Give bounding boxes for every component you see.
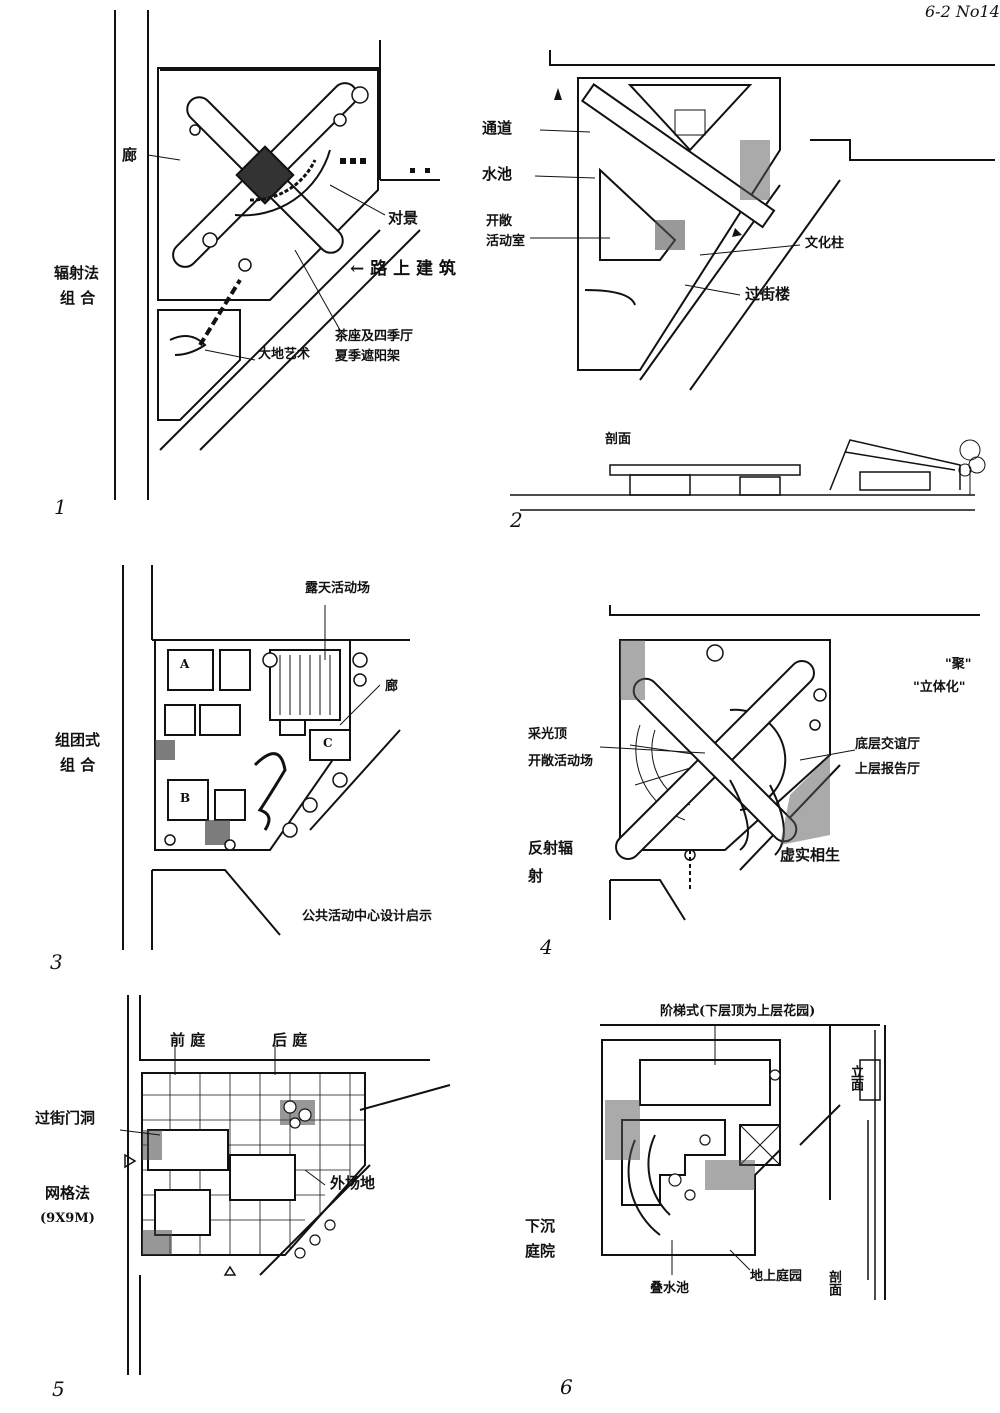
panel-6-pool-label: 叠水池 <box>650 1281 690 1296</box>
panel-2-culture-column-label: 文化柱 <box>805 236 845 251</box>
panel-1-land-art-label: 大地艺术 <box>258 347 311 362</box>
panel-5-back-court-label: 后 庭 <box>272 1031 308 1049</box>
panel-4-number: 4 <box>540 935 553 959</box>
panel-5: 前 庭 后 庭 过街门洞 网格法 (9X9M) 外场地 5 <box>30 995 470 1401</box>
panel-6-terrace-label: 阶梯式(下层顶为上层花园) <box>660 1004 816 1019</box>
panel-4-method-line2: 射 <box>528 867 544 885</box>
panel-5-number: 5 <box>52 1377 65 1401</box>
panel-1-method-line2: 组 合 <box>60 289 96 307</box>
panel-2: 通道 水池 开敞 活动室 文化柱 过街楼 剖面 2 <box>460 40 995 532</box>
panel-2-arcade-label: 过街楼 <box>745 285 791 303</box>
panel-4-gather-label: "聚" <box>945 657 972 672</box>
panel-5-drawing <box>119 995 451 1375</box>
panel-5-outdoor-label: 外场地 <box>330 1174 376 1192</box>
panel-1-method-line1: 辐射法 <box>54 264 100 282</box>
panel-3-caption-text: 公共活动中心设计启示 <box>302 909 433 924</box>
panel-4: "聚" "立体化" 采光顶 开敞活动场 底层交谊厅 上层报告厅 反射辐 射 虚实… <box>510 595 980 965</box>
panel-2-number: 2 <box>510 508 523 532</box>
panel-4-hall-line1: 底层交谊厅 <box>855 737 921 752</box>
panel-4-skylight-line1: 采光顶 <box>528 727 568 742</box>
panel-1-view-label: 对景 <box>388 209 419 227</box>
page-code: 6-2 No14 <box>925 2 1000 21</box>
panel-6: 阶梯式(下层顶为上层花园) 下沉 庭院 地上庭园 叠水池 立面 剖面 6 <box>510 1000 980 1400</box>
panel-1-number: 1 <box>54 495 67 519</box>
panel-6-sunken-line2: 庭院 <box>525 1242 556 1260</box>
panel-3-block-b: B <box>180 791 191 805</box>
panel-3-drawing <box>122 565 410 950</box>
panel-4-drawing <box>599 605 980 921</box>
panel-4-stereo-label: "立体化" <box>913 680 966 695</box>
panel-6-ground-garden-label: 地上庭园 <box>750 1269 803 1284</box>
panel-2-drawing <box>510 50 995 511</box>
panel-3-method-line2: 组 合 <box>60 756 96 774</box>
panel-2-passage-label: 通道 <box>482 119 513 137</box>
panel-6-number: 6 <box>560 1375 573 1399</box>
panel-1: 辐射法 组 合 廊 对景 ← 路 上 建 筑 → 大地艺术 茶座及四季厅 夏季遮… <box>40 10 476 519</box>
panel-3-outdoor-label: 露天活动场 <box>305 581 371 596</box>
panel-4-hall-line2: 上层报告厅 <box>855 762 921 777</box>
panel-3-method-line1: 组团式 <box>55 731 101 749</box>
panel-6-section-label: 剖面 <box>825 1270 841 1296</box>
panel-6-drawing <box>600 1024 886 1300</box>
panel-5-method-line2: (9X9M) <box>40 1211 95 1226</box>
panel-3-block-c: C <box>323 736 333 750</box>
panel-2-open-room-line2: 活动室 <box>486 234 526 249</box>
panel-6-elevation-label: 立面 <box>847 1065 863 1091</box>
panel-3-block-a: A <box>180 657 190 671</box>
panel-1-corridor-label: 廊 <box>122 146 138 164</box>
panel-5-front-court-label: 前 庭 <box>170 1031 206 1049</box>
panel-3-corridor-label: 廊 <box>385 679 399 694</box>
panel-5-gate-label: 过街门洞 <box>35 1109 96 1127</box>
panel-2-pool-label: 水池 <box>482 165 513 183</box>
panel-1-road-label: ← 路 上 建 筑 → <box>350 259 477 279</box>
panel-5-method-line1: 网格法 <box>45 1184 91 1202</box>
panel-1-drawing <box>114 10 440 500</box>
panel-2-section-label: 剖面 <box>605 432 632 447</box>
panel-4-void-solid-label: 虚实相生 <box>780 846 841 864</box>
panel-2-open-room-line1: 开敞 <box>486 214 513 229</box>
panel-1-teahouse-line1: 茶座及四季厅 <box>335 329 414 344</box>
panel-4-skylight-line2: 开敞活动场 <box>528 754 594 769</box>
panel-4-method-line1: 反射辐 <box>528 839 574 857</box>
panel-1-teahouse-line2: 夏季遮阳架 <box>335 349 401 364</box>
panel-6-sunken-line1: 下沉 <box>525 1217 556 1235</box>
panel-3: 露天活动场 廊 A B C 组团式 组 合 公共活动中心设计启示 3 <box>40 565 450 975</box>
panel-3-number: 3 <box>50 950 63 974</box>
